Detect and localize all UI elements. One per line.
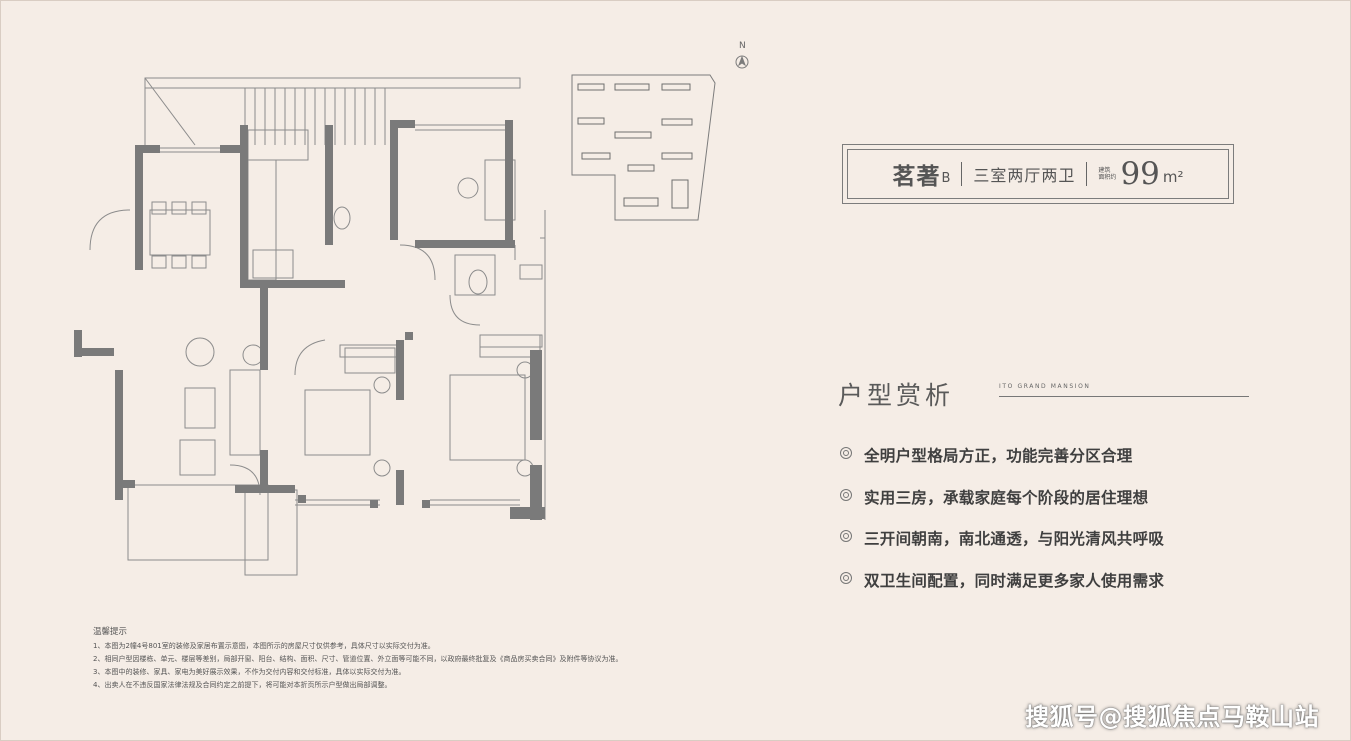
kitchen-counter	[247, 129, 309, 161]
analysis-heading: 户型赏析	[838, 381, 955, 410]
analysis-heading-en: ITO GRAND MANSION	[999, 383, 1091, 390]
coffee-table	[185, 337, 215, 367]
unit-area: 99	[1120, 156, 1160, 192]
building-blocks	[577, 83, 693, 209]
analysis-underline	[999, 396, 1249, 397]
note-item: 1、本图为2幢4号801室的装修及家居布置示意图，本图所示的房屋尺寸仅供参考，具…	[93, 642, 435, 650]
bottom-balcony	[127, 484, 269, 561]
note-item: 3、本图中的装修、家具、家电为美好展示效果，不作为交付内容和交付标准，具体以实际…	[93, 668, 406, 676]
area-caption-line-2: 面积约	[1098, 174, 1117, 181]
wall	[135, 145, 143, 270]
feature-text: 全明户型格局方正，功能完善分区合理	[864, 447, 1133, 465]
list-item: 三开间朝南，南北通透，与阳光清风共呼吸	[840, 527, 1164, 569]
bed-2	[449, 374, 526, 461]
floor-plan	[74, 77, 546, 576]
unit-area-unit: m²	[1162, 168, 1184, 186]
unit-name-sub: B	[941, 171, 951, 186]
top-balcony	[144, 77, 521, 89]
feature-text: 实用三房，承载家庭每个阶段的居住理想	[864, 488, 1149, 507]
bullet-icon	[840, 571, 852, 584]
bullet-icon	[840, 447, 852, 459]
study-desk	[484, 159, 516, 221]
bed-1	[304, 389, 371, 456]
site-key-plan: N	[571, 41, 749, 221]
title-divider	[961, 162, 963, 186]
feature-list: 全明户型格局方正，功能完善分区合理 实用三房，承载家庭每个阶段的居住理想 三开间…	[840, 444, 1164, 610]
bullet-icon	[840, 530, 852, 542]
disclaimer-notes: 温馨提示 1、本图为2幢4号801室的装修及家居布置示意图，本图所示的房屋尺寸仅…	[93, 626, 622, 692]
title-divider	[1086, 162, 1088, 186]
dining-table	[149, 209, 211, 256]
list-item: 双卫生间配置，同时满足更多家人使用需求	[840, 569, 1164, 611]
analysis-header: 户型赏析 ITO GRAND MANSION	[838, 376, 1250, 410]
note-item: 4、出卖人在不违反国家法律法规及合同约定之前提下，将可能对本折页所示户型做出局部…	[93, 681, 392, 689]
compass-north-label: N	[739, 41, 746, 51]
door-arc	[89, 209, 131, 251]
toilet	[333, 206, 351, 230]
list-item: 全明户型格局方正，功能完善分区合理	[840, 444, 1164, 486]
balcony-slats	[244, 88, 386, 145]
notes-title: 温馨提示	[93, 627, 128, 637]
bullet-icon	[840, 488, 852, 501]
site-boundary	[571, 74, 716, 221]
unit-title-box: 茗著 B 三室两厅两卫 建筑 面积约 99 m²	[842, 144, 1234, 204]
sofa	[229, 369, 261, 456]
feature-text: 三开间朝南，南北通透，与阳光清风共呼吸	[864, 530, 1165, 548]
unit-name: 茗著	[892, 164, 941, 190]
list-item: 实用三房，承载家庭每个阶段的居住理想	[840, 486, 1164, 528]
area-caption: 建筑 面积约	[1098, 167, 1116, 181]
watermark: 搜狐号@搜狐焦点马鞍山站	[1025, 703, 1319, 731]
feature-text: 双卫生间配置，同时满足更多家人使用需求	[864, 571, 1165, 590]
note-item: 2、相同户型因楼栋、单元、楼层等差别，局部开窗、阳台、结构、面积、尺寸、管道位置…	[93, 655, 623, 663]
unit-rooms: 三室两厅两卫	[973, 166, 1076, 185]
area-caption-line-1: 建筑	[1098, 167, 1111, 174]
